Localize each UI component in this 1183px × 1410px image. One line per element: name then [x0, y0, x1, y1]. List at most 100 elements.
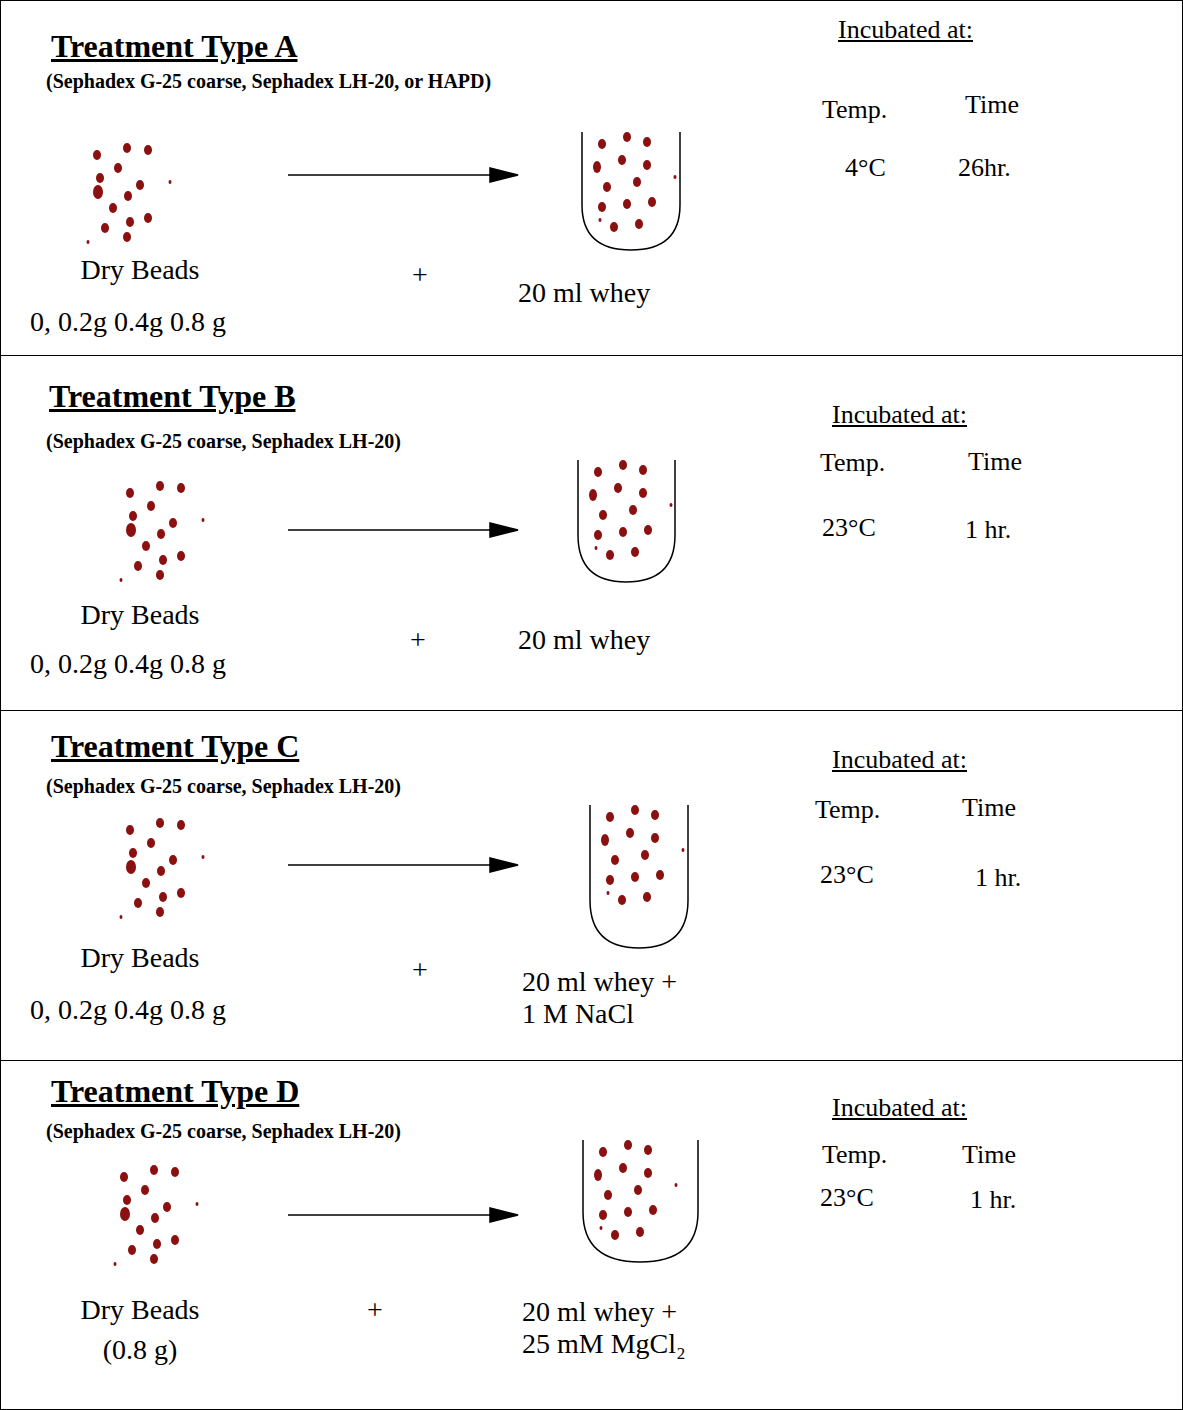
bead-dot — [144, 145, 152, 155]
bead-dot — [644, 1145, 652, 1155]
text-holder: 23°C — [820, 860, 874, 890]
bead-dot — [599, 218, 602, 222]
bead-dot — [126, 860, 136, 874]
bead-dot — [634, 1185, 642, 1195]
arrow-head — [490, 523, 518, 537]
text-holder: 23°C — [820, 1183, 874, 1213]
column-heading: Time — [962, 793, 1016, 823]
whey-label: 20 ml whey + 25 mM MgCl₂ — [522, 1296, 694, 1360]
time-value: 1 hr. — [965, 515, 1011, 545]
bead-dot — [593, 161, 601, 173]
text-holder: 20 ml whey + 25 mM MgCl₂ — [522, 1296, 694, 1360]
bead-dot — [610, 222, 618, 232]
bead-dot — [600, 1226, 603, 1230]
text-holder: Incubated at: — [832, 1093, 967, 1123]
text-holder: Treatment Type D — [51, 1073, 299, 1110]
text-holder: + — [412, 259, 428, 291]
bead-dot — [682, 848, 685, 852]
bead-dot — [177, 551, 185, 561]
text-holder: Temp. — [820, 448, 885, 478]
text-holder: 20 ml whey — [518, 277, 650, 309]
bead-dot — [136, 1225, 144, 1235]
bead-dot — [114, 163, 122, 173]
bead-dot — [589, 489, 597, 501]
bead-dot — [649, 1205, 657, 1215]
bead-dot — [619, 527, 627, 537]
treatment-title: Treatment Type D — [51, 1073, 299, 1110]
bead-dot — [631, 805, 639, 815]
bead-dot — [150, 1254, 158, 1264]
bead-label: Dry Beads — [81, 599, 200, 631]
bead-dot — [618, 895, 626, 905]
bead-dot — [648, 197, 656, 207]
whey-label: 20 ml whey + 1 M NaCl — [522, 966, 694, 1030]
bead-dot — [599, 1210, 607, 1220]
temperature-value: 4°C — [845, 153, 886, 183]
bead-dot — [120, 1172, 128, 1182]
bead-dot — [151, 1213, 159, 1223]
text-holder: (Sephadex G-25 coarse, Sephadex LH-20) — [46, 1120, 401, 1143]
text-holder: 1 hr. — [970, 1185, 1016, 1215]
bead-dot — [157, 866, 165, 876]
text-holder: (Sephadex G-25 coarse, Sephadex LH-20) — [46, 775, 401, 798]
bead-dot — [123, 1195, 131, 1205]
text-holder: 20 ml whey — [518, 624, 650, 656]
treatment-title: Treatment Type A — [51, 28, 298, 65]
bead-dot — [598, 139, 606, 149]
bead-dot — [129, 848, 137, 858]
text-holder: (Sephadex G-25 coarse, Sephadex LH-20) — [46, 430, 401, 453]
bead-dot — [123, 232, 131, 242]
bead-dot — [124, 191, 132, 201]
bead-dot — [128, 1245, 136, 1255]
arrow-head — [490, 168, 518, 182]
bead-dot — [93, 185, 103, 199]
arrow-line — [288, 1214, 492, 1216]
text-holder: Dry Beads — [81, 1294, 200, 1326]
bead-dot — [196, 1202, 199, 1206]
treatment-title: Treatment Type C — [51, 728, 299, 765]
whey-label: 20 ml whey — [518, 624, 650, 656]
text-holder: 1 hr. — [965, 515, 1011, 545]
text-holder: + — [367, 1294, 383, 1326]
text-holder: Treatment Type B — [49, 378, 296, 415]
bead-dot — [177, 483, 185, 493]
text-holder: Incubated at: — [832, 745, 967, 775]
bead-dot — [611, 1230, 619, 1240]
text-holder: 1 hr. — [975, 863, 1021, 893]
bead-dot — [141, 1185, 149, 1195]
bead-dot — [643, 892, 651, 902]
time-value: 26hr. — [958, 153, 1011, 183]
incubation-heading: Incubated at: — [832, 745, 967, 775]
column-heading: Time — [965, 90, 1019, 120]
bead-dot — [126, 825, 134, 835]
treatment-title: Treatment Type B — [49, 378, 296, 415]
bead-dot — [150, 1165, 158, 1175]
bead-dot — [670, 503, 673, 507]
bead-dot — [93, 150, 101, 160]
bead-dot — [101, 223, 109, 233]
column-heading: Time — [962, 1140, 1016, 1170]
text-holder: Time — [962, 1140, 1016, 1170]
bead-amounts: 0, 0.2g 0.4g 0.8 g — [30, 306, 226, 338]
text-holder: 20 ml whey + 1 M NaCl — [522, 966, 694, 1030]
bead-dot — [153, 1239, 161, 1249]
text-holder: Treatment Type A — [51, 28, 298, 65]
bead-dot — [156, 907, 164, 917]
bead-dot — [169, 855, 177, 865]
plus-sign: + — [412, 954, 428, 986]
bead-dot — [157, 529, 165, 539]
incubation-heading: Incubated at: — [832, 400, 967, 430]
bead-dot — [129, 511, 137, 521]
bead-label: Dry Beads — [81, 254, 200, 286]
bead-dot — [126, 523, 136, 537]
text-holder: Time — [968, 447, 1022, 477]
bead-dot — [635, 219, 643, 229]
bead-label: Dry Beads — [81, 942, 200, 974]
text-holder: Dry Beads — [81, 942, 200, 974]
bead-dot — [651, 833, 659, 843]
arrow-line — [288, 529, 492, 531]
bead-dot — [120, 915, 123, 919]
bead-amounts: 0, 0.2g 0.4g 0.8 g — [30, 648, 226, 680]
column-heading: Temp. — [822, 95, 887, 125]
text-holder: Time — [965, 90, 1019, 120]
